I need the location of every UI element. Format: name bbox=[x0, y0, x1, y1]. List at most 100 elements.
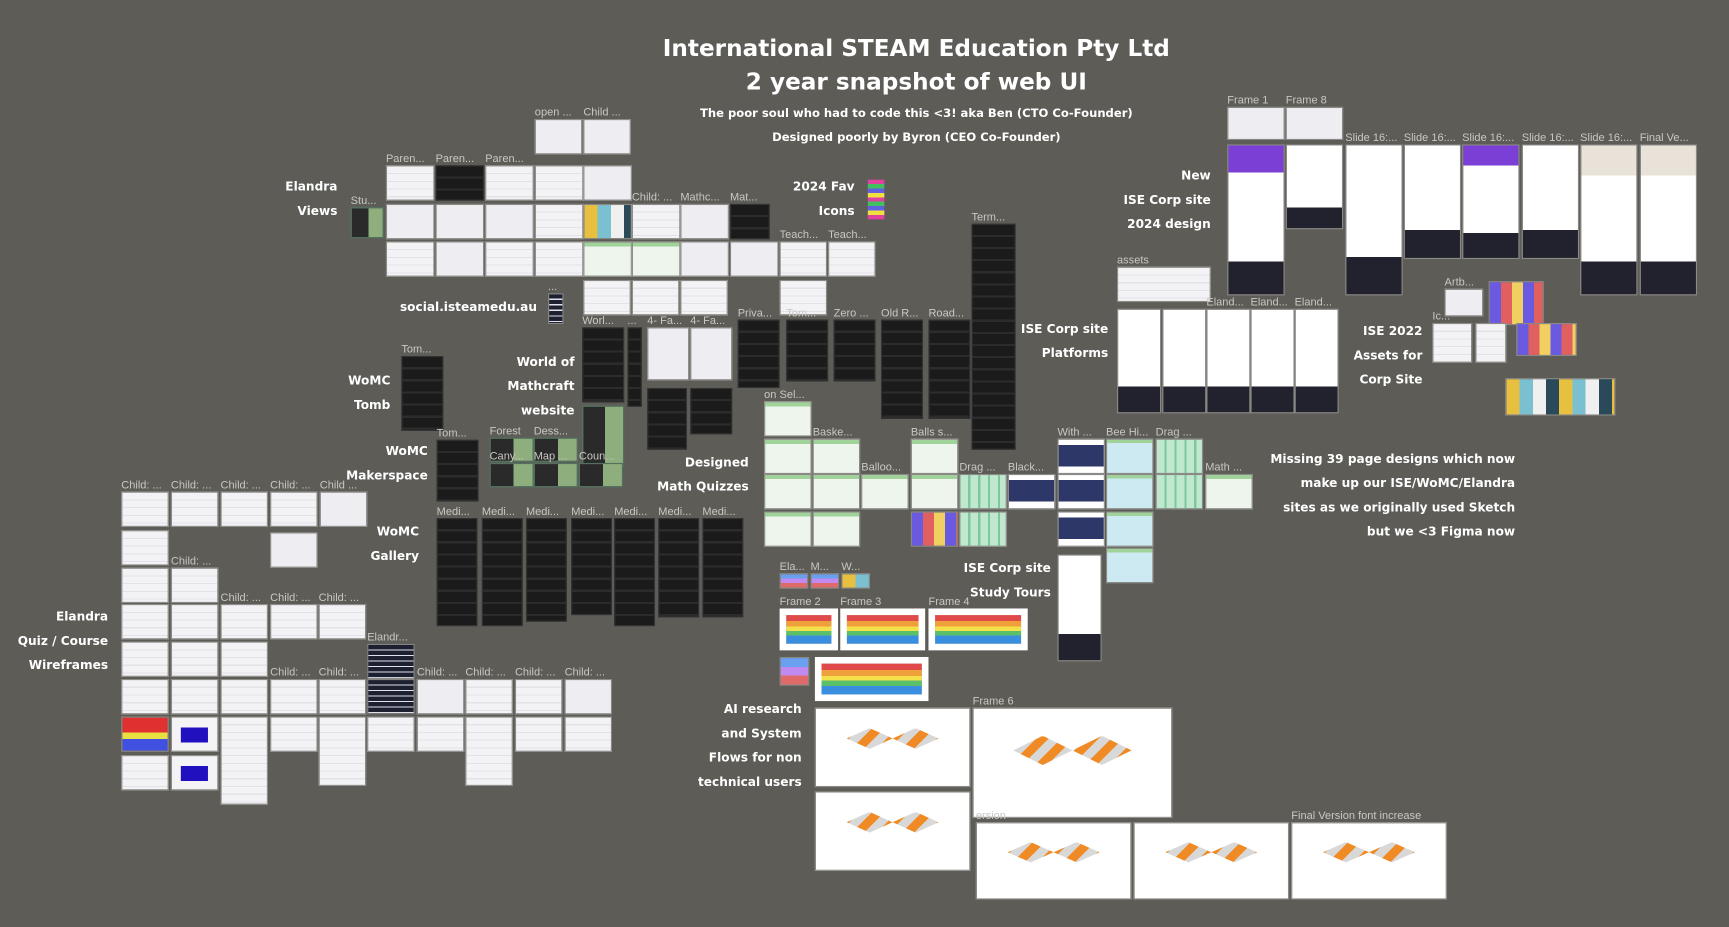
frame-label[interactable]: 4- Fa... bbox=[647, 315, 683, 328]
frame-label[interactable]: Worl... bbox=[582, 315, 614, 328]
frame-thumbnail[interactable] bbox=[564, 679, 612, 715]
frame-thumbnail[interactable] bbox=[170, 641, 219, 677]
frame-label[interactable]: Math ... bbox=[1205, 461, 1243, 474]
frame-thumbnail[interactable] bbox=[1639, 144, 1698, 296]
frame-thumbnail[interactable] bbox=[534, 119, 583, 155]
frame-thumbnail[interactable] bbox=[1291, 822, 1447, 900]
frame-thumbnail[interactable] bbox=[121, 755, 169, 791]
frame-thumbnail[interactable] bbox=[647, 327, 690, 381]
frame-label[interactable]: Slide 16:... bbox=[1345, 132, 1398, 145]
frame-thumbnail[interactable] bbox=[1580, 144, 1638, 296]
frame-thumbnail[interactable] bbox=[702, 518, 744, 618]
frame-thumbnail[interactable] bbox=[121, 641, 169, 677]
frame-thumbnail[interactable] bbox=[812, 511, 861, 547]
frame-thumbnail[interactable] bbox=[350, 207, 384, 239]
frame-thumbnail[interactable] bbox=[975, 822, 1132, 900]
frame-thumbnail[interactable] bbox=[401, 356, 444, 431]
frame-thumbnail[interactable] bbox=[812, 473, 861, 510]
frame-thumbnail[interactable] bbox=[1462, 144, 1520, 260]
frame-label[interactable]: Stu... bbox=[350, 195, 377, 208]
frame-label[interactable]: Teach... bbox=[828, 229, 867, 242]
frame-thumbnail[interactable] bbox=[1488, 281, 1544, 326]
frame-label[interactable]: Drag ... bbox=[1155, 426, 1192, 439]
frame-thumbnail[interactable] bbox=[582, 327, 625, 403]
frame-thumbnail[interactable] bbox=[729, 241, 779, 277]
frame-thumbnail[interactable] bbox=[840, 608, 926, 651]
frame-label[interactable]: Slide 16:... bbox=[1580, 132, 1633, 145]
frame-thumbnail[interactable] bbox=[910, 473, 959, 510]
frame-thumbnail[interactable] bbox=[1057, 473, 1105, 510]
frame-label[interactable]: Medi... bbox=[614, 505, 648, 519]
frame-label[interactable]: Ela... bbox=[779, 561, 805, 574]
frame-thumbnail[interactable] bbox=[121, 716, 169, 752]
frame-thumbnail[interactable] bbox=[928, 608, 1028, 651]
frame-thumbnail[interactable] bbox=[220, 716, 268, 805]
frame-thumbnail[interactable] bbox=[647, 388, 687, 450]
frame-label[interactable]: Zero ... bbox=[833, 307, 869, 320]
frame-thumbnail[interactable] bbox=[534, 203, 584, 240]
frame-thumbnail[interactable] bbox=[121, 679, 169, 715]
frame-thumbnail[interactable] bbox=[548, 293, 564, 325]
frame-thumbnail[interactable] bbox=[1057, 554, 1102, 662]
frame-label[interactable]: ersion bbox=[975, 810, 1006, 823]
frame-thumbnail[interactable] bbox=[1250, 308, 1295, 414]
frame-thumbnail[interactable] bbox=[489, 462, 534, 488]
frame-label[interactable]: open ... bbox=[534, 106, 572, 120]
frame-thumbnail[interactable] bbox=[583, 203, 632, 240]
frame-label[interactable]: Tom... bbox=[401, 343, 432, 357]
frame-thumbnail[interactable] bbox=[367, 679, 415, 715]
frame-label[interactable]: Old R... bbox=[881, 307, 919, 320]
frame-label[interactable]: Child: ... bbox=[465, 666, 506, 680]
frame-thumbnail[interactable] bbox=[170, 755, 219, 791]
frame-thumbnail[interactable] bbox=[270, 532, 318, 568]
frame-thumbnail[interactable] bbox=[435, 241, 485, 277]
frame-thumbnail[interactable] bbox=[1162, 308, 1207, 414]
frame-thumbnail[interactable] bbox=[220, 679, 268, 715]
frame-label[interactable]: Final Ve... bbox=[1639, 132, 1689, 145]
frame-thumbnail[interactable] bbox=[465, 679, 513, 715]
frame-thumbnail[interactable] bbox=[810, 573, 840, 589]
frame-label[interactable]: Paren... bbox=[385, 153, 425, 166]
frame-label[interactable]: Mathc... bbox=[680, 191, 720, 204]
frame-thumbnail[interactable] bbox=[481, 518, 523, 627]
frame-label[interactable]: Elandr... bbox=[367, 631, 408, 644]
frame-label[interactable]: Medi... bbox=[702, 505, 736, 519]
frame-thumbnail[interactable] bbox=[833, 319, 876, 382]
frame-label[interactable]: Term... bbox=[971, 211, 1006, 224]
frame-thumbnail[interactable] bbox=[812, 438, 861, 474]
frame-thumbnail[interactable] bbox=[1505, 378, 1616, 416]
frame-thumbnail[interactable] bbox=[1106, 511, 1154, 547]
frame-thumbnail[interactable] bbox=[1432, 322, 1473, 363]
frame-thumbnail[interactable] bbox=[416, 716, 465, 752]
frame-thumbnail[interactable] bbox=[534, 165, 584, 201]
frame-thumbnail[interactable] bbox=[910, 511, 959, 547]
frame-label[interactable]: Medi... bbox=[525, 505, 560, 519]
frame-thumbnail[interactable] bbox=[1444, 288, 1484, 317]
frame-thumbnail[interactable] bbox=[1117, 266, 1211, 303]
frame-thumbnail[interactable] bbox=[583, 165, 632, 201]
frame-thumbnail[interactable] bbox=[170, 604, 219, 640]
frame-thumbnail[interactable] bbox=[779, 279, 828, 316]
frame-thumbnail[interactable] bbox=[220, 641, 268, 677]
frame-thumbnail[interactable] bbox=[627, 327, 642, 407]
frame-thumbnail[interactable] bbox=[121, 567, 169, 603]
frame-thumbnail[interactable] bbox=[436, 518, 478, 627]
frame-label[interactable]: Child: ... bbox=[631, 191, 673, 204]
frame-thumbnail[interactable] bbox=[485, 203, 534, 240]
frame-label[interactable]: Road... bbox=[928, 307, 965, 320]
frame-label[interactable]: Black... bbox=[1007, 461, 1045, 474]
frame-thumbnail[interactable] bbox=[910, 438, 959, 474]
frame-thumbnail[interactable] bbox=[583, 279, 631, 316]
frame-thumbnail[interactable] bbox=[121, 604, 169, 640]
frame-thumbnail[interactable] bbox=[367, 716, 415, 752]
frame-label[interactable]: Drag ... bbox=[959, 461, 996, 474]
frame-thumbnail[interactable] bbox=[436, 439, 479, 502]
frame-thumbnail[interactable] bbox=[959, 511, 1007, 547]
frame-thumbnail[interactable] bbox=[385, 241, 435, 277]
frame-label[interactable]: Slide 16:... bbox=[1521, 132, 1574, 145]
frame-label[interactable]: Baske... bbox=[812, 426, 853, 439]
frame-thumbnail[interactable] bbox=[972, 707, 1173, 818]
frame-thumbnail[interactable] bbox=[828, 241, 876, 277]
frame-thumbnail[interactable] bbox=[121, 491, 169, 527]
